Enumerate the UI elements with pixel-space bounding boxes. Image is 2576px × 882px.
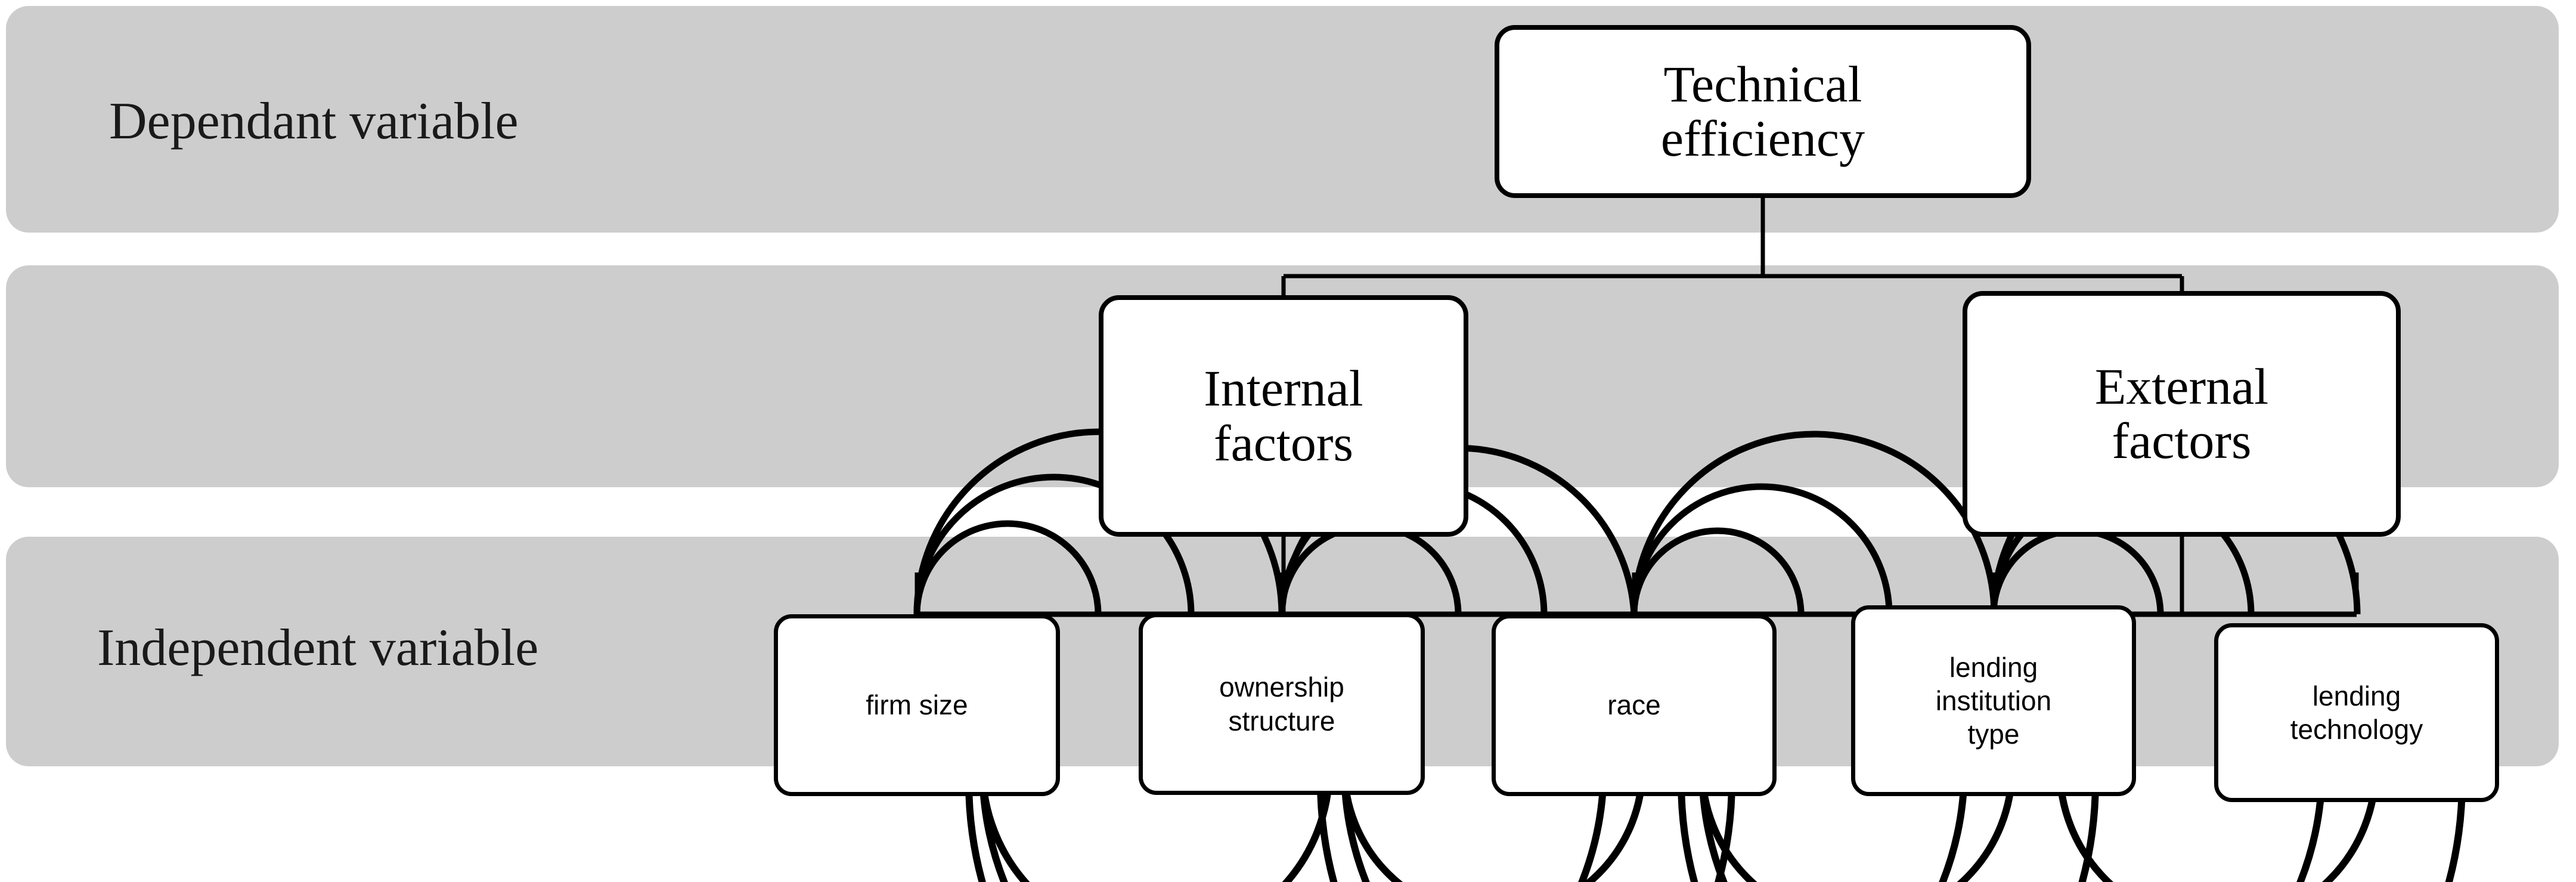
node-technical-efficiency-line1: Technical [1663,55,1862,113]
node-race-line1: race [1607,689,1661,721]
node-technical-efficiency-line2: efficiency [1660,110,1865,167]
node-lending-institution-type-line3: type [1967,719,2020,750]
node-internal-factors-line2: factors [1214,414,1353,472]
node-external-factors-line2: factors [2112,412,2252,469]
node-lending-technology-line2: technology [2290,714,2423,745]
arc-bottom-long-left [965,781,1735,882]
node-lending-institution-type-line2: institution [1935,685,2052,716]
node-race[interactable]: race [1492,614,1777,796]
node-race-label: race [1496,688,1772,722]
node-firm-size-label: firm size [778,688,1056,722]
node-external-factors-line1: External [2094,357,2269,415]
node-firm-size[interactable]: firm size [774,614,1060,796]
node-firm-size-line1: firm size [866,689,968,721]
band-dependent-variable [6,6,2559,233]
band-label-independent-variable: Independent variable [97,619,539,677]
node-lending-institution-type-line1: lending [1949,651,2038,683]
arc-bottom-long-mid [1317,781,2099,882]
node-lending-technology-line1: lending [2312,680,2401,711]
band-label-dependent-variable: Dependant variable [109,92,519,150]
node-ownership-structure-line1: ownership [1219,671,1344,703]
node-internal-factors-line1: Internal [1204,360,1363,417]
node-ownership-structure-line2: structure [1228,705,1335,736]
